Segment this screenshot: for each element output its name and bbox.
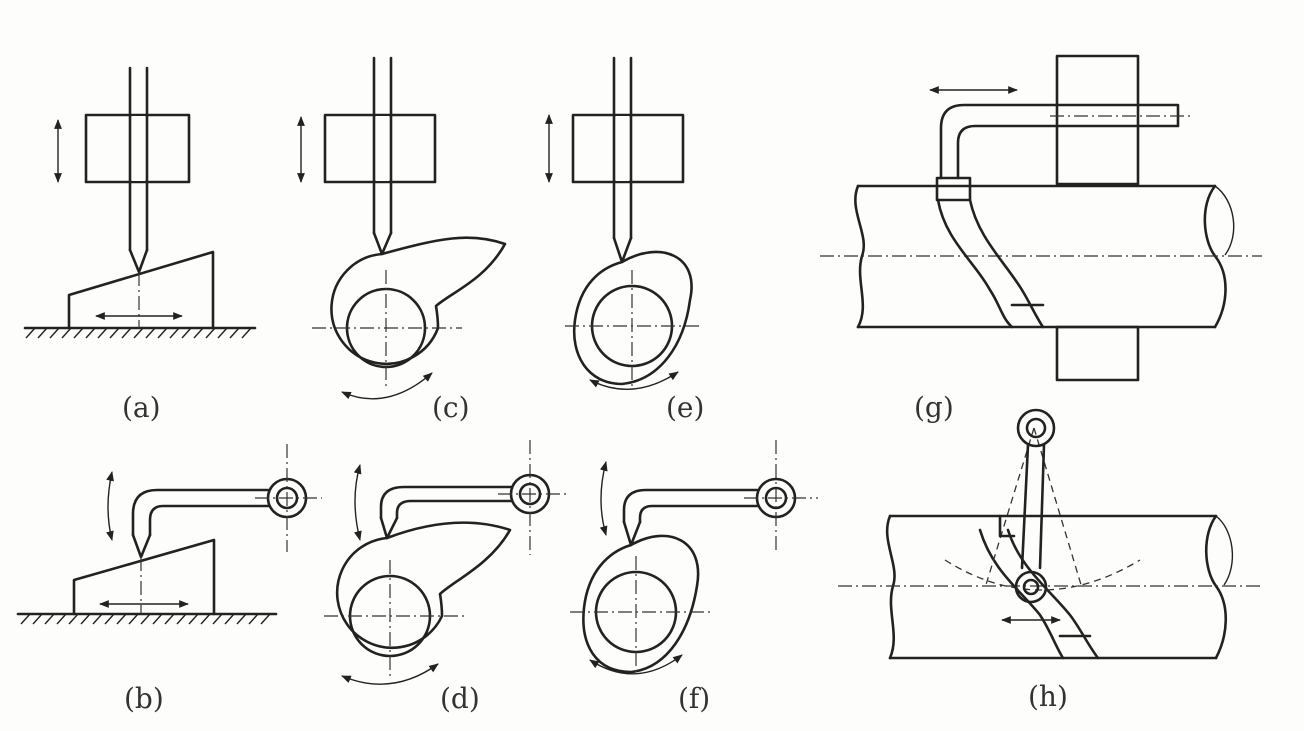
panel-e: (e) xyxy=(545,56,704,424)
panel-label: (d) xyxy=(440,682,480,715)
pivot-outer xyxy=(1016,408,1056,448)
follower-arm xyxy=(622,488,759,524)
cylinder-right-break xyxy=(1204,514,1228,660)
panel-label: (e) xyxy=(666,391,704,424)
guide-block xyxy=(571,113,685,184)
panel-c: (c) xyxy=(297,56,507,424)
rotation-arrow xyxy=(341,663,439,685)
wedge-cam xyxy=(72,538,216,616)
guide-block-bottom xyxy=(1055,325,1140,382)
knife-edge xyxy=(128,248,149,274)
guide-block xyxy=(84,113,191,184)
oscillation-arrow xyxy=(106,471,114,541)
cylinder-body xyxy=(888,514,1218,660)
panel-d: (d) xyxy=(324,440,570,715)
panel-h: (h) xyxy=(838,408,1260,713)
panel-label: (c) xyxy=(432,391,470,424)
cylinder-body xyxy=(856,184,1217,329)
oscillation-arrow xyxy=(599,461,608,536)
ground-hatch xyxy=(20,613,271,625)
panel-f: (f) xyxy=(570,440,818,715)
cam-groove xyxy=(978,528,1065,660)
follower-arm xyxy=(379,485,513,520)
panel-label: (g) xyxy=(914,391,954,424)
oscillation-arrow xyxy=(353,464,362,541)
roller-follower xyxy=(935,176,972,202)
knife-edge xyxy=(131,533,152,559)
knife-edge xyxy=(372,231,393,256)
rotation-arrow xyxy=(341,372,433,400)
panel-label: (h) xyxy=(1028,680,1068,713)
plate-cam xyxy=(335,521,512,650)
swing-arc xyxy=(944,559,1141,591)
panel-b: (b) xyxy=(16,444,322,715)
roller-outer xyxy=(1014,570,1048,604)
cam-groove xyxy=(936,198,1014,329)
follower-arm xyxy=(1020,443,1030,570)
pivot-inner xyxy=(1025,417,1047,439)
panel-a: (a) xyxy=(23,66,257,424)
rotation-arrow xyxy=(589,371,679,390)
panel-label: (f) xyxy=(678,682,710,715)
panel-label: (a) xyxy=(122,391,161,424)
guide-block xyxy=(323,113,437,184)
ground-hatch xyxy=(25,327,252,339)
follower-arm xyxy=(131,488,270,537)
plate-cam xyxy=(330,236,507,366)
panel-label: (b) xyxy=(124,682,164,715)
rotation-arrow xyxy=(589,654,683,675)
roller-inner xyxy=(1022,578,1040,596)
panel-g: (g) xyxy=(820,54,1262,424)
wedge-cam xyxy=(67,250,215,330)
